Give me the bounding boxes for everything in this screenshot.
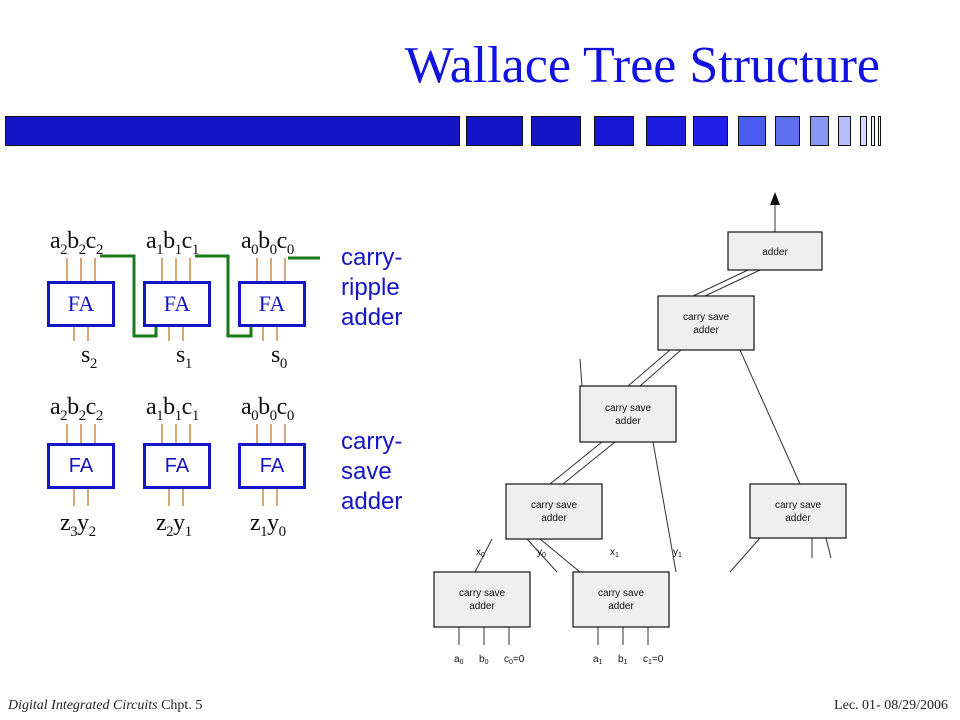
csa-label-line-2: adder bbox=[615, 416, 641, 427]
csa-output-label-1: z2y1 bbox=[156, 510, 192, 540]
bar-segment bbox=[810, 116, 829, 146]
bar-segment bbox=[5, 116, 460, 146]
csa-label-line-2: adder bbox=[469, 601, 495, 612]
bar-segment bbox=[466, 116, 523, 146]
csa-label-line-2: adder bbox=[541, 513, 567, 524]
tree-input-label-c0: c0=0 bbox=[504, 654, 525, 666]
csa-label-line-1: carry save bbox=[683, 312, 730, 323]
ripple-sum-label-1: s1 bbox=[176, 342, 192, 372]
csa-label-line-2: adder bbox=[693, 325, 719, 336]
ripple-sum-label-2: s2 bbox=[81, 342, 97, 372]
bar-segment bbox=[775, 116, 800, 146]
csa-label-line-2: adder bbox=[608, 601, 634, 612]
csa-input-label-2: a2b2c2 bbox=[50, 394, 103, 424]
csa-box-bottom-right bbox=[572, 571, 670, 628]
ripple-fa-box-1: FA bbox=[143, 281, 211, 327]
tree-input-label-c1: c1=0 bbox=[643, 654, 664, 666]
csa-label-line-1: carry save bbox=[605, 403, 652, 414]
csa-label-line-1: carry save bbox=[775, 500, 822, 511]
csa-box-level-2 bbox=[579, 385, 677, 443]
footer-course: Digital Integrated Circuits Chpt. 5 bbox=[8, 698, 202, 714]
ripple-fa-box-0: FA bbox=[238, 281, 306, 327]
tree-mid-label-x0: x0 bbox=[476, 547, 485, 559]
side-label-line: adder bbox=[341, 304, 403, 331]
tree-input-label-b0: b0 bbox=[479, 654, 489, 666]
csa-box-bottom-left bbox=[433, 571, 531, 628]
tree-input-label-a1: a1 bbox=[593, 654, 603, 666]
tree-input-label-a0: a0 bbox=[454, 654, 464, 666]
csa-input-label-1: a1b1c1 bbox=[146, 394, 199, 424]
bar-segment bbox=[871, 116, 875, 146]
csa-label-line-1: carry save bbox=[459, 588, 506, 599]
final-adder-box bbox=[727, 231, 823, 271]
ripple-sum-label-0: s0 bbox=[271, 342, 287, 372]
csa-fa-box-1: FA bbox=[143, 443, 211, 489]
csa-fa-box-0: FA bbox=[238, 443, 306, 489]
csa-box-level-3-left bbox=[505, 483, 603, 540]
side-label-line: carry- bbox=[341, 244, 403, 271]
csa-output-label-0: z1y0 bbox=[250, 510, 286, 540]
tree-mid-label-y1: y1 bbox=[673, 547, 682, 559]
ripple-input-label-2: a2b2c2 bbox=[50, 228, 103, 258]
bar-segment bbox=[860, 116, 867, 146]
csa-label-line-2: adder bbox=[785, 513, 811, 524]
footer-course-rest: Chpt. 5 bbox=[157, 698, 203, 713]
side-label-line: carry- bbox=[341, 428, 403, 455]
csa-box-level-1 bbox=[657, 295, 755, 351]
output-arrow-icon bbox=[770, 192, 780, 205]
side-label-line: save bbox=[341, 458, 392, 485]
tree-input-label-b1: b1 bbox=[618, 654, 628, 666]
bar-segment bbox=[878, 116, 881, 146]
final-adder-label: adder bbox=[762, 247, 788, 258]
side-label-line: adder bbox=[341, 488, 403, 515]
carry-ripple-adder-label: carry- ripple adder bbox=[341, 243, 402, 333]
bar-segment bbox=[693, 116, 728, 146]
bar-segment bbox=[838, 116, 851, 146]
footer-course-italic: Digital Integrated Circuits bbox=[8, 698, 158, 713]
bar-segment bbox=[531, 116, 581, 146]
ripple-fa-box-2: FA bbox=[47, 281, 115, 327]
csa-input-label-0: a0b0c0 bbox=[241, 394, 294, 424]
ripple-input-label-0: a0b0c0 bbox=[241, 228, 294, 258]
bar-segment bbox=[646, 116, 686, 146]
csa-label-line-1: carry save bbox=[598, 588, 645, 599]
side-label-line: ripple bbox=[341, 274, 400, 301]
csa-label-line-1: carry save bbox=[531, 500, 578, 511]
csa-output-label-2: z3y2 bbox=[60, 510, 96, 540]
tree-mid-label-x1: x1 bbox=[610, 547, 619, 559]
tree-mid-label-y0: y0 bbox=[537, 547, 546, 559]
page-title: Wallace Tree Structure bbox=[404, 37, 880, 94]
csa-fa-box-2: FA bbox=[47, 443, 115, 489]
bar-segment bbox=[594, 116, 634, 146]
csa-box-level-3-right bbox=[749, 483, 847, 539]
bar-segment bbox=[738, 116, 766, 146]
carry-save-adder-label: carry- save adder bbox=[341, 427, 402, 517]
footer-lecture: Lec. 01- 08/29/2006 bbox=[834, 698, 948, 713]
ripple-input-label-1: a1b1c1 bbox=[146, 228, 199, 258]
